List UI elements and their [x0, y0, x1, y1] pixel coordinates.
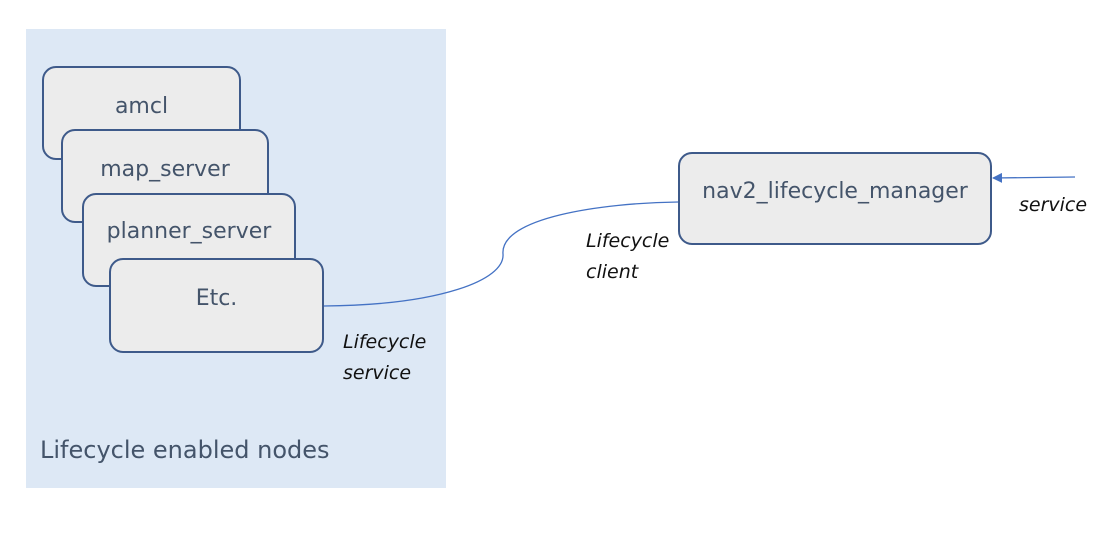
- group-label: Lifecycle enabled nodes: [40, 436, 330, 464]
- lifecycle-client-label: Lifecycle client: [586, 226, 669, 288]
- lifecycle-manager-box: nav2_lifecycle_manager: [678, 152, 992, 245]
- lifecycle-service-line2: service: [343, 362, 412, 384]
- node-etc: Etc.: [109, 258, 324, 353]
- node-label-map-server: map_server: [100, 157, 230, 182]
- lifecycle-client-line1: Lifecycle: [586, 230, 670, 252]
- service-arrow: [992, 172, 1076, 183]
- lifecycle-connection-curve: [323, 201, 679, 307]
- lifecycle-service-line1: Lifecycle: [343, 331, 427, 353]
- lifecycle-client-line2: client: [586, 261, 639, 283]
- node-label-etc: Etc.: [195, 286, 238, 311]
- node-label-planner-server: planner_server: [106, 219, 272, 244]
- service-label: service: [1019, 194, 1088, 216]
- lifecycle-service-label: Lifecycle service: [343, 327, 426, 389]
- node-label-amcl: amcl: [114, 94, 169, 119]
- manager-label: nav2_lifecycle_manager: [702, 179, 968, 204]
